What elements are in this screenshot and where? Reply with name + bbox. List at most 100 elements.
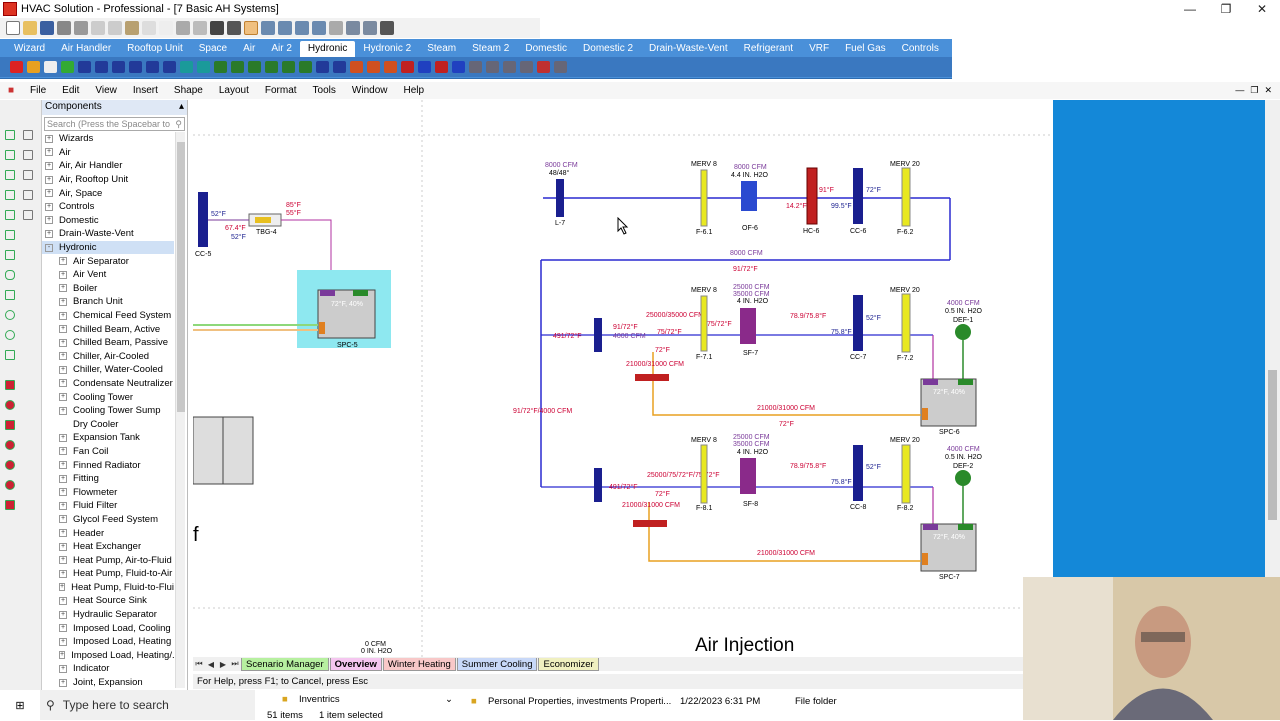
tree-item[interactable]: +Condensate Neutralizer <box>42 377 174 391</box>
tree-item[interactable]: -Hydronic <box>42 240 174 255</box>
expand-icon[interactable]: + <box>59 678 67 687</box>
sensor-icon[interactable] <box>180 61 193 73</box>
tree-item[interactable]: +Branch Unit <box>42 295 174 309</box>
menu-layout[interactable]: Layout <box>218 85 249 96</box>
check-valve-icon[interactable] <box>214 61 227 73</box>
calculator-icon[interactable] <box>176 21 190 35</box>
heater-3-icon[interactable] <box>384 61 397 73</box>
copy-icon[interactable] <box>108 21 122 35</box>
tab-space[interactable]: Space <box>198 43 228 54</box>
menu-help[interactable]: Help <box>403 85 425 96</box>
collapse-icon[interactable]: - <box>45 243 53 252</box>
expand-icon[interactable]: + <box>59 433 67 442</box>
expand-icon[interactable]: + <box>59 501 67 510</box>
polygon-tool-icon[interactable] <box>5 350 15 360</box>
tree-item[interactable]: +Chilled Beam, Active <box>42 322 174 336</box>
first-sheet-icon[interactable]: ⏮ <box>195 659 203 668</box>
canvas-vertical-scrollbar[interactable] <box>1265 100 1280 577</box>
tree-item[interactable]: +Finned Radiator <box>42 458 174 472</box>
folder-personal-properties[interactable]: Personal Properties, investments Propert… <box>488 696 672 707</box>
doc-close-icon[interactable]: ✕ <box>1264 85 1272 95</box>
tree-item[interactable]: Dry Cooler <box>42 417 174 431</box>
tree-item[interactable]: +Heat Exchanger <box>42 540 174 554</box>
tab-overview[interactable]: Overview <box>329 657 382 671</box>
tab-controls[interactable]: Controls <box>901 43 939 54</box>
tree-item[interactable]: +Expansion Tank <box>42 431 174 445</box>
gauge-icon[interactable] <box>163 61 176 73</box>
cut-icon[interactable] <box>91 21 105 35</box>
menu-shape[interactable]: Shape <box>173 85 203 96</box>
tree-item[interactable]: +Heat Source Sink <box>42 594 174 608</box>
doc-restore-icon[interactable]: ❐ <box>1250 85 1259 95</box>
components-scrollbar[interactable] <box>175 132 185 688</box>
expand-icon[interactable]: + <box>59 624 67 633</box>
zoom-fit-icon[interactable] <box>295 21 309 35</box>
line-tool-icon[interactable] <box>5 130 15 140</box>
menu-format[interactable]: Format <box>264 85 297 96</box>
blue-valve-icon[interactable] <box>333 61 346 73</box>
expand-icon[interactable]: + <box>59 311 67 320</box>
tab-wizard[interactable]: Wizard <box>14 43 46 54</box>
pan-hand-icon[interactable] <box>244 21 258 35</box>
undo-icon[interactable] <box>142 21 156 35</box>
heater-icon[interactable] <box>350 61 363 73</box>
green-valve-icon[interactable] <box>248 61 261 73</box>
air-vent-icon[interactable] <box>265 61 278 73</box>
expand-icon[interactable]: + <box>45 148 53 157</box>
tree-item[interactable]: +Glycol Feed System <box>42 513 174 527</box>
tree-item[interactable]: +Chiller, Water-Cooled <box>42 363 174 377</box>
tab-refrigerant[interactable]: Refrigerant <box>743 43 794 54</box>
expand-icon[interactable]: + <box>59 515 67 524</box>
filled-oval-2-icon[interactable] <box>5 480 15 490</box>
menu-view[interactable]: View <box>95 85 117 96</box>
balancing-valve-icon[interactable] <box>231 61 244 73</box>
person-icon[interactable] <box>503 61 516 73</box>
print-icon[interactable] <box>57 21 71 35</box>
tree-item[interactable]: +Heat Pump, Air-to-Fluid <box>42 553 174 567</box>
expand-icon[interactable]: + <box>59 569 67 578</box>
new-file-icon[interactable] <box>6 21 20 35</box>
red-pipe-icon[interactable] <box>401 61 414 73</box>
bezier-tool-icon[interactable] <box>5 230 15 240</box>
expand-icon[interactable]: + <box>59 664 67 673</box>
relief-icon[interactable] <box>299 61 312 73</box>
taskbar-search-input[interactable]: ⚲ Type here to search <box>40 690 255 720</box>
filled-circle-icon[interactable] <box>5 400 15 410</box>
tree-item[interactable]: +Heat Pump, Fluid-to-Fluid <box>42 581 174 595</box>
expand-icon[interactable]: + <box>59 393 67 402</box>
more-icon[interactable] <box>554 61 567 73</box>
expand-icon[interactable]: + <box>59 488 67 497</box>
ellipse-tool-icon[interactable] <box>5 310 15 320</box>
filter-icon[interactable] <box>197 61 210 73</box>
tree-item[interactable]: +Imposed Load, Cooling <box>42 621 174 635</box>
filled-rectangle-icon[interactable] <box>5 380 15 390</box>
expand-icon[interactable]: + <box>59 542 67 551</box>
square-tool-icon[interactable] <box>5 290 15 300</box>
prev-sheet-icon[interactable]: ◀ <box>207 659 215 669</box>
blue-pipe-2-icon[interactable] <box>452 61 465 73</box>
align-icon[interactable] <box>346 21 360 35</box>
tree-item[interactable]: +Air Separator <box>42 254 174 268</box>
tree-item[interactable]: +Chiller, Air-Cooled <box>42 350 174 364</box>
expand-icon[interactable]: + <box>59 365 67 374</box>
paste-icon[interactable] <box>125 21 139 35</box>
expand-icon[interactable]: + <box>59 270 67 279</box>
expand-icon[interactable]: + <box>59 257 67 266</box>
menu-window[interactable]: Window <box>351 85 388 96</box>
tab-rooftop-unit[interactable]: Rooftop Unit <box>127 43 183 54</box>
filled-oval-icon[interactable] <box>5 440 15 450</box>
tree-item[interactable]: +Cooling Tower <box>42 390 174 404</box>
expand-icon[interactable]: + <box>45 189 53 198</box>
save-icon[interactable] <box>40 21 54 35</box>
red-pipe-2-icon[interactable] <box>435 61 448 73</box>
valve-icon[interactable] <box>27 61 40 73</box>
tab-winter-heating[interactable]: Winter Heating <box>382 657 456 671</box>
expand-icon[interactable]: + <box>45 134 53 143</box>
curve-tool-icon[interactable] <box>5 190 15 200</box>
tab-air-2[interactable]: Air 2 <box>271 43 292 54</box>
tab-vrf[interactable]: VRF <box>809 43 830 54</box>
tree-item[interactable]: +Heat Pump, Fluid-to-Air <box>42 567 174 581</box>
expand-icon[interactable]: + <box>45 161 53 170</box>
tree-item[interactable]: +Air, Air Handler <box>42 159 174 173</box>
arrow-red-icon[interactable] <box>537 61 550 73</box>
